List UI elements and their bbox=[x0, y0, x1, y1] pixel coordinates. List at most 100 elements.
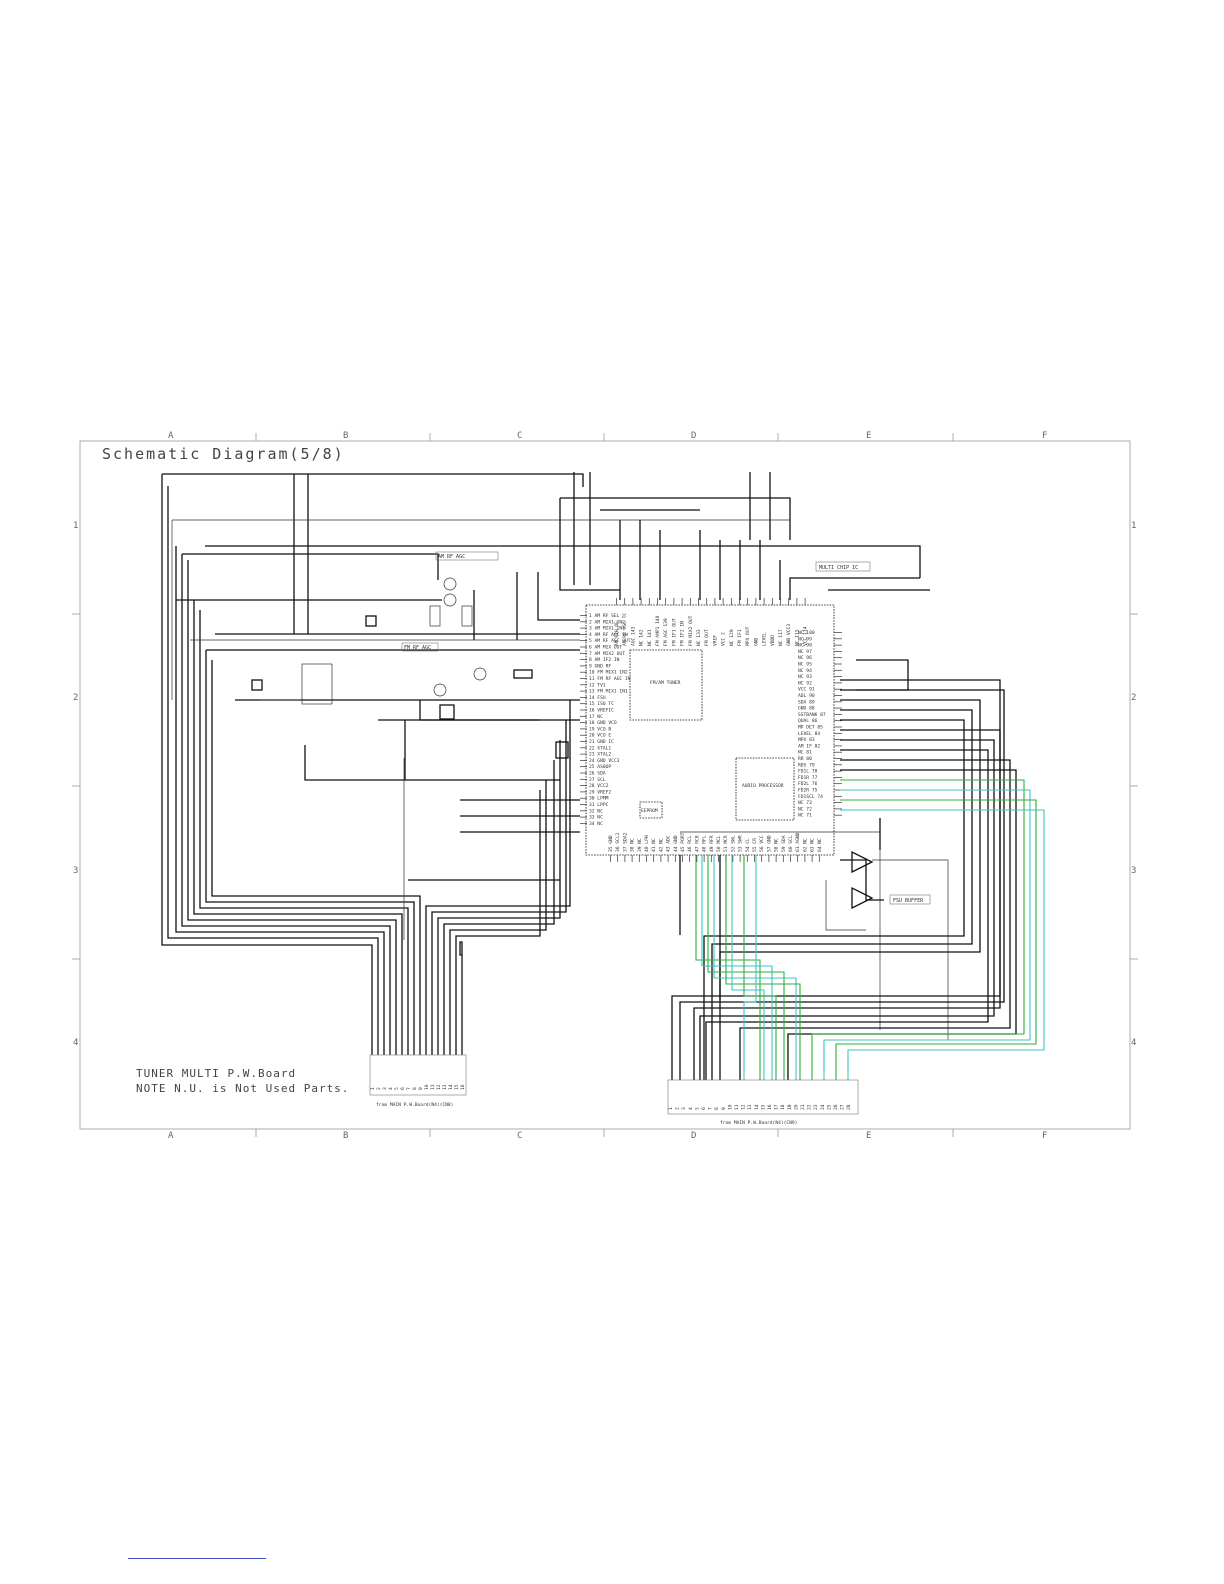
chip-pin-right: NC 71 bbox=[798, 813, 812, 819]
chip-pin-left: 15 IS0 TC bbox=[589, 701, 614, 707]
connector-pin: 11 bbox=[734, 1104, 740, 1110]
connector-pin: 14 bbox=[754, 1104, 760, 1110]
chip-pin-right: FD1SCL 74 bbox=[798, 794, 823, 800]
chip-pin-left: 33 NC bbox=[589, 815, 603, 821]
chip-pin-left: 24 GND VCC3 bbox=[589, 758, 620, 764]
chip-pin-bottom: 36 SCL2 bbox=[615, 832, 621, 852]
chip-pin-right: NC 97 bbox=[798, 649, 812, 655]
connector-pin: 16 bbox=[767, 1104, 773, 1110]
connector-pin: 8 bbox=[412, 1087, 418, 1090]
chip-pin-left: 23 XTAL2 bbox=[589, 752, 611, 758]
chip-pin-bottom: 54 CL bbox=[745, 838, 751, 852]
chip-pin-bottom: 57 GND bbox=[766, 835, 772, 852]
resistor-icon bbox=[429, 605, 441, 627]
chip-pin-left: 27 SCL bbox=[589, 777, 606, 783]
chip-pin-right: NC 81 bbox=[798, 750, 812, 756]
grid-col-label: E bbox=[866, 1131, 871, 1141]
audio-processor-label: AUDIO PROCESSOR bbox=[742, 783, 784, 789]
footer-link-underline[interactable] bbox=[128, 1558, 266, 1559]
connector-pin: 11 bbox=[430, 1084, 436, 1090]
transistor-icon bbox=[473, 667, 487, 681]
grid-row-label: 1 bbox=[73, 521, 78, 531]
chip-pin-top: FM IF2 IN bbox=[680, 621, 686, 646]
chip-pin-right: FD1L 78 bbox=[798, 769, 818, 775]
eeprom-block bbox=[639, 801, 663, 819]
chip-pin-top: GND bbox=[753, 637, 759, 646]
chip-pin-left: 21 GND IC bbox=[589, 739, 614, 745]
connector-pin: 12 bbox=[741, 1104, 747, 1110]
chip-pin-top: VREF bbox=[712, 635, 718, 646]
chip-pin-top: NC 141 bbox=[647, 629, 653, 646]
connector-pin: 26 bbox=[833, 1104, 839, 1110]
grid-col-label: A bbox=[168, 1131, 174, 1141]
chip-pin-top: LEVEL bbox=[762, 632, 768, 646]
drawing-frame bbox=[79, 440, 1131, 1130]
tuner-block-label: FM/AM TUNER bbox=[650, 680, 681, 686]
chip-pin-top: GND VCC3 bbox=[786, 624, 792, 646]
resistor-icon bbox=[461, 605, 473, 627]
chip-pin-bottom: 64 NC bbox=[817, 838, 823, 852]
chip-pin-right: FD2R 75 bbox=[798, 788, 818, 794]
chip-pin-bottom: 40 LPH bbox=[644, 835, 650, 852]
connector-pin: 9 bbox=[721, 1107, 727, 1110]
am-rf-agc-label: AM RF AGC bbox=[438, 554, 465, 560]
transistor-icon bbox=[443, 577, 457, 591]
chip-pin-right: MP DET 85 bbox=[798, 725, 823, 731]
connector-pin: 16 bbox=[460, 1084, 466, 1090]
fsu-buffer-label: FSU BUFFER bbox=[893, 898, 924, 904]
transistor-icon bbox=[443, 593, 457, 607]
top-wiring bbox=[559, 472, 930, 600]
connector-pin: 7 bbox=[708, 1107, 714, 1110]
chip-pin-top: FM OUT bbox=[704, 629, 710, 646]
fm-rf-agc-label: FM RF AGC bbox=[404, 645, 431, 651]
chip-pin-right: NC 100 bbox=[798, 630, 815, 636]
grid-col-label: F bbox=[1042, 1131, 1047, 1141]
chip-pin-left: 12 TV1 bbox=[589, 682, 606, 688]
chip-pin-bottom: 39 NC bbox=[637, 838, 643, 852]
chip-pin-left: 17 NC bbox=[589, 714, 603, 720]
chip-pin-left: 34 NC bbox=[589, 821, 603, 827]
chip-pin-bottom: 51 MCR bbox=[723, 835, 729, 852]
chip-pin-left: 8 AM IF2 IN bbox=[589, 657, 620, 663]
signal-bus bbox=[695, 779, 1045, 1080]
chip-pin-left: 4 AM RF AGC IN bbox=[589, 632, 628, 638]
op-amp-icon bbox=[851, 886, 874, 910]
connector-pin: 28 bbox=[846, 1104, 852, 1110]
chip-pin-top: AM RF AGC TC bbox=[622, 613, 628, 646]
coil-icon bbox=[251, 679, 263, 691]
fsu-buffer-label-box bbox=[889, 894, 931, 905]
connector-pin: 27 bbox=[840, 1104, 846, 1110]
chip-pin-right: ADL 90 bbox=[798, 693, 815, 699]
filter-icon bbox=[513, 669, 533, 679]
chip-pin-left: 7 AM MIX2 OUT bbox=[589, 651, 625, 657]
chip-pin-left: 14 FSU bbox=[589, 695, 606, 701]
chip-pin-top: NC 133 bbox=[696, 629, 702, 646]
chip-outline bbox=[585, 604, 835, 856]
am-rf-agc-label-box bbox=[435, 551, 499, 561]
connector-pin: 13 bbox=[442, 1084, 448, 1090]
chip-pin-top: NC 115 bbox=[794, 629, 800, 646]
parts-note: NOTE N.U. is Not Used Parts. bbox=[136, 1082, 349, 1095]
chip-pin-right: MPX 83 bbox=[798, 737, 815, 743]
crystal-icon bbox=[555, 741, 569, 759]
chip-pin-bottom: 59 SDA bbox=[781, 835, 787, 852]
chip-pin-right: VCC 91 bbox=[798, 687, 815, 693]
grid-col-label: F bbox=[1042, 431, 1047, 441]
chip-pin-bottom: 50 MCL bbox=[716, 835, 722, 852]
rf-components: AM RF AGC FM RF AGC bbox=[251, 551, 569, 759]
chip-pin-left: 26 SDA bbox=[589, 771, 606, 777]
fsu-buffer: FSU BUFFER bbox=[825, 850, 931, 931]
connector-pin: 18 bbox=[780, 1104, 786, 1110]
chip-pin-right: FD2L 76 bbox=[798, 781, 818, 787]
multi-chip-ic: MULTI CHIP IC FM/AM TUNER AUDIO PROCESSO… bbox=[580, 561, 871, 862]
chip-pin-right: NC 93 bbox=[798, 674, 812, 680]
grid-col-label: C bbox=[517, 431, 522, 441]
chip-pin-bottom: 60 SCL bbox=[788, 835, 794, 852]
chip-pin-bottom: 62 NC bbox=[802, 838, 808, 852]
left-connector-caption: from MAIN P.W.Board(N4)(CN8) bbox=[376, 1102, 453, 1108]
chip-pin-left: 1 AM RF SEL bbox=[589, 613, 620, 619]
chip-pin-left: 25 AS0OP bbox=[589, 764, 611, 770]
tuner-block bbox=[629, 649, 703, 721]
